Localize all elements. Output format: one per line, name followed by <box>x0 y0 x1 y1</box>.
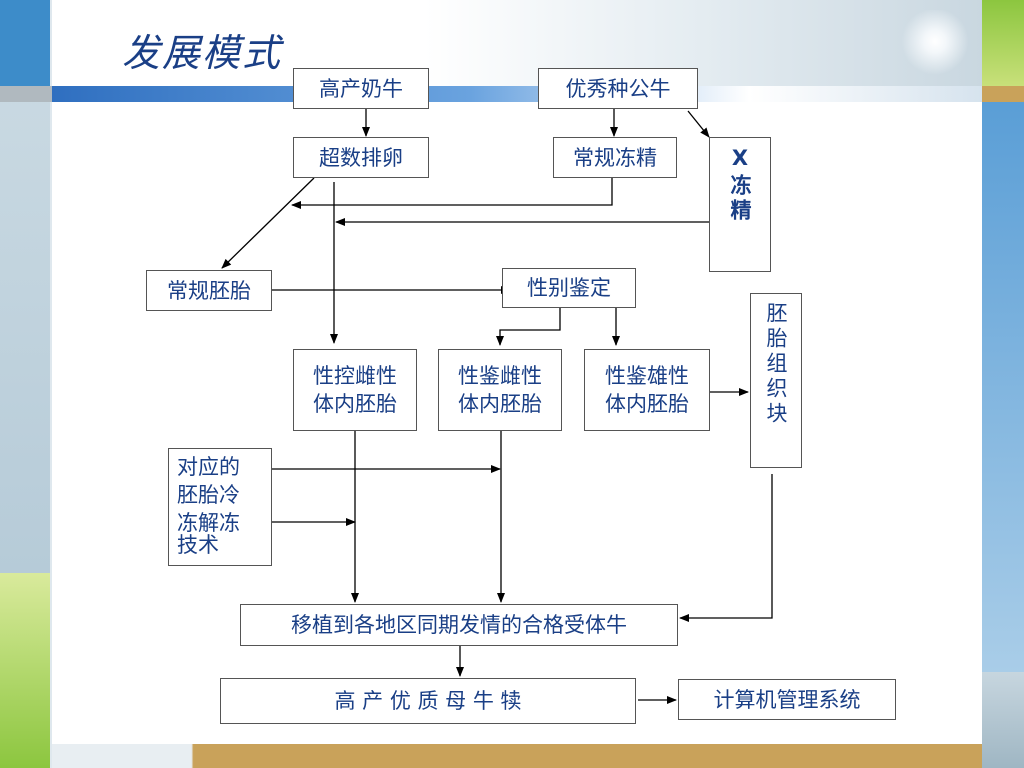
right-strip-blue <box>982 102 1024 672</box>
node-conventional-embryo-label: 常规胚胎 <box>167 278 251 303</box>
node-cryo-line3: 冻解冻 <box>177 511 240 535</box>
arrow-bull-to-x-semen <box>687 110 710 138</box>
node-sex-identified-male-embryo-line2: 体内胚胎 <box>605 392 689 416</box>
node-conventional-embryo: 常规胚胎 <box>146 270 272 311</box>
node-sex-controlled-female-embryo: 性控雌性 体内胚胎 <box>293 349 417 431</box>
node-x-frozen-semen-label: X冻精 <box>728 146 752 224</box>
arrow-superovulation-to-embryo <box>221 177 315 269</box>
node-superovulation: 超数排卵 <box>293 137 429 178</box>
left-gray-bar <box>0 86 52 102</box>
node-sex-controlled-female-embryo-line2: 体内胚胎 <box>313 392 397 416</box>
node-elite-bull-label: 优秀种公牛 <box>565 76 671 101</box>
right-strip-green <box>982 0 1024 86</box>
node-sex-identification-label: 性别鉴定 <box>527 276 611 300</box>
header-star-glow <box>895 10 975 80</box>
node-sex-identification: 性别鉴定 <box>502 268 636 308</box>
node-embryo-tissue-block-label: 胚胎组织块 <box>764 302 788 427</box>
node-computer-management: 计算机管理系统 <box>678 679 896 720</box>
node-transfer-recipients-label: 移植到各地区同期发情的合格受体牛 <box>291 613 627 637</box>
node-cryo-line2: 胚胎冷 <box>177 483 240 507</box>
arrow-semen-back <box>291 178 613 209</box>
left-inner-line <box>50 0 52 768</box>
node-sex-identified-male-embryo-line1: 性鉴雄性 <box>605 364 689 388</box>
node-sex-identified-male-embryo: 性鉴雄性 体内胚胎 <box>584 349 710 431</box>
node-transfer-recipients: 移植到各地区同期发情的合格受体牛 <box>240 604 678 646</box>
node-sex-controlled-female-embryo-line1: 性控雌性 <box>313 364 397 388</box>
node-high-yield-cow: 高产奶牛 <box>293 68 429 109</box>
node-embryo-tissue-block: 胚胎组织块 <box>750 293 802 468</box>
right-strip-tan <box>982 86 1024 102</box>
left-strip-top <box>0 0 50 88</box>
node-sex-identified-female-embryo-line2: 体内胚胎 <box>458 392 542 416</box>
arrow-tissue-to-transfer <box>679 474 773 622</box>
node-elite-bull: 优秀种公牛 <box>538 68 698 109</box>
node-high-quality-heifers: 高 产 优 质 母 牛 犊 <box>220 678 636 724</box>
node-cryopreservation-tech: 对应的 胚胎冷 冻解冻 技术 <box>168 448 272 566</box>
node-conventional-frozen-semen-label: 常规冻精 <box>573 145 657 170</box>
slide-title: 发展模式 <box>122 31 283 75</box>
node-high-quality-heifers-label: 高 产 优 质 母 牛 犊 <box>334 689 522 713</box>
header-gradient <box>52 0 982 86</box>
node-cryo-line1: 对应的 <box>177 455 240 479</box>
left-strip-green <box>0 573 50 768</box>
left-strip-mid <box>0 88 50 573</box>
top-accent-bar <box>52 86 982 102</box>
node-high-yield-cow-label: 高产奶牛 <box>319 76 403 101</box>
node-computer-management-label: 计算机管理系统 <box>713 687 861 712</box>
node-sex-identified-female-embryo: 性鉴雌性 体内胚胎 <box>438 349 562 431</box>
node-cryo-line4: 技术 <box>177 533 219 557</box>
node-conventional-frozen-semen: 常规冻精 <box>553 137 677 178</box>
arrow-sexing-to-female <box>496 308 561 346</box>
node-x-frozen-semen: X冻精 <box>709 137 771 272</box>
node-superovulation-label: 超数排卵 <box>319 145 403 170</box>
right-strip-bottom <box>982 672 1024 768</box>
node-sex-identified-female-embryo-line1: 性鉴雌性 <box>458 364 542 388</box>
bottom-bar <box>52 744 982 768</box>
